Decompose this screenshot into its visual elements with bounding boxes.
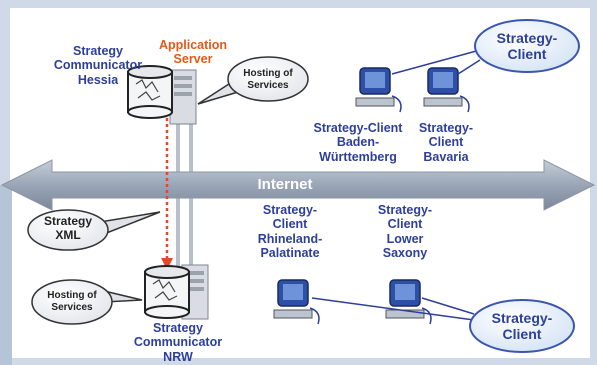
hosting-top-label: Hosting of Services [243,68,293,91]
strategy-client-top-label: Strategy- Client [496,30,558,63]
nrw-database-icon [144,265,190,319]
client-lower-saxony-label: Strategy- Client Lower Saxony [377,203,433,261]
application-server-label: Application Server [158,38,228,67]
hessia-server-icon [169,69,197,125]
client-bavaria-label: Strategy- Client Bavaria [418,121,474,164]
strategy-xml-label: Strategy XML [43,214,93,242]
internet-label: Internet [257,176,313,193]
strategy-xml-callout [27,209,161,251]
internet-arrow [0,159,596,211]
nrw-communicator-label: Strategy Communicator NRW [133,321,223,364]
hosting-bottom-label: Hosting of Services [47,290,97,313]
client-rhineland-label: Strategy- Client Rhineland- Palatinate [257,203,323,261]
strategy-client-top-callout [391,19,580,75]
strategy-client-bottom-label: Strategy- Client [491,310,553,343]
hessia-database-icon [127,65,173,119]
strategy-client-bottom-callout [311,297,575,353]
client-bw-label: Strategy-Client Baden- Württemberg [313,121,403,164]
left-edge-band [0,185,12,365]
dotted-link-arrowhead-down [161,258,173,270]
client-bavaria-computer-icon [423,67,470,113]
client-lower-saxony-computer-icon [385,279,432,325]
hessia-communicator-label: Strategy Communicator Hessia [53,44,143,87]
hosting-bottom-callout [31,279,143,325]
client-bw-computer-icon [355,67,402,113]
client-rhineland-computer-icon [273,279,320,325]
hosting-top-callout [197,56,309,105]
